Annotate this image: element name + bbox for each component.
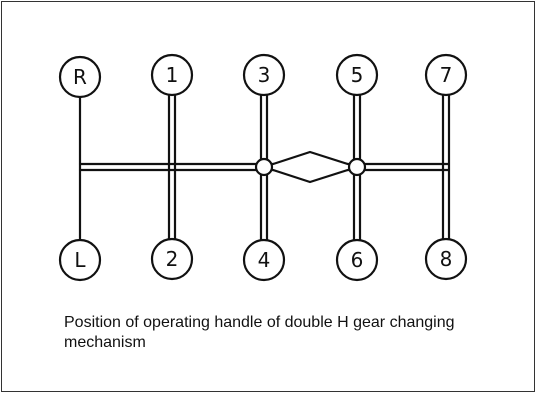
gear-label-7: 7 xyxy=(440,63,453,87)
gear-label-r: R xyxy=(73,65,87,89)
gear-label-3: 3 xyxy=(258,63,271,87)
gear-circle-l xyxy=(58,238,102,282)
gear-circle-r xyxy=(58,55,102,99)
gear-label-l: L xyxy=(74,248,86,272)
gear-circle-7 xyxy=(424,53,468,97)
gear-label-6: 6 xyxy=(351,248,364,272)
gear-label-8: 8 xyxy=(440,247,453,271)
pivot-right xyxy=(347,157,367,177)
gear-circle-2 xyxy=(150,237,194,281)
gear-label-4: 4 xyxy=(258,248,271,272)
gear-label-5: 5 xyxy=(351,63,364,87)
gear-circle-6 xyxy=(335,238,379,282)
gear-circle-5 xyxy=(335,53,379,97)
gear-label-1: 1 xyxy=(166,63,179,87)
gear-circle-3 xyxy=(242,53,286,97)
gear-label-2: 2 xyxy=(166,247,179,271)
double-h-gear-diagram: R 1 3 5 7 L 2 4 6 8 xyxy=(58,53,468,282)
gear-circle-1 xyxy=(150,53,194,97)
gear-circle-4 xyxy=(242,238,286,282)
figure-caption: Position of operating handle of double H… xyxy=(64,314,455,351)
pivot-left xyxy=(254,157,274,177)
crossover-diamond xyxy=(260,150,361,184)
gear-circle-8 xyxy=(424,237,468,281)
